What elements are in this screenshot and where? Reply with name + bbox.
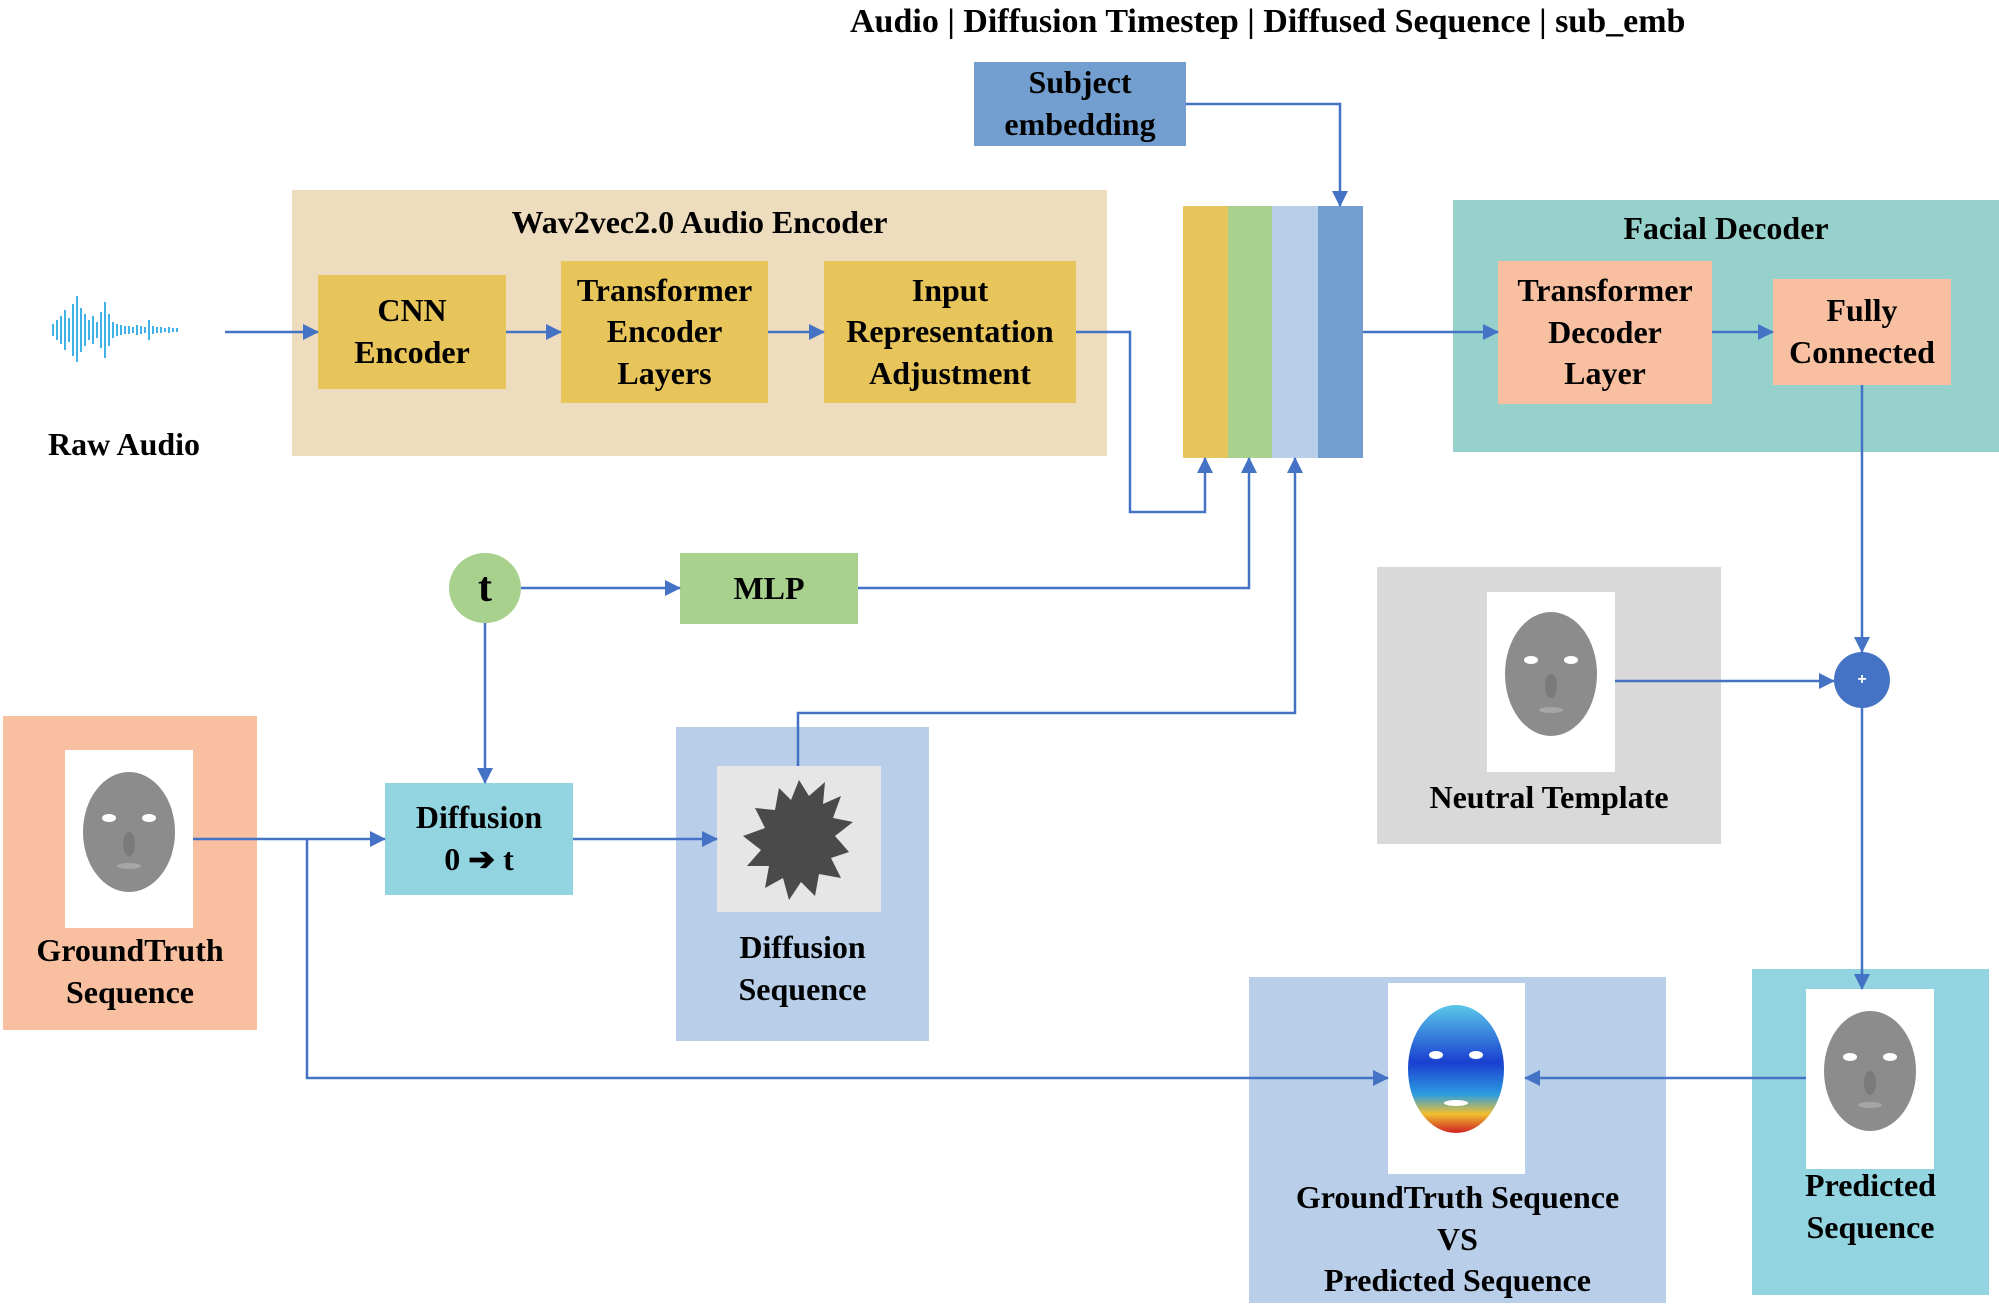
waveform-icon [52,296,178,362]
neutral-face-icon [1505,612,1597,736]
transformer-decoder-block: Transformer Decoder Layer [1498,261,1712,404]
arrow-subject-to-concat [1186,102,1348,207]
predicted-label: Predicted Sequence [1805,1167,1936,1245]
groundtruth-face-icon [83,772,175,892]
neutral-template-label: Neutral Template [1429,779,1669,815]
predicted-face-card [1806,989,1934,1169]
diffusion-noise-card [717,766,881,912]
concat-segment-timestep [1228,206,1272,458]
concat-segment-diffused [1272,206,1318,458]
diffusion-op-block: Diffusion 0 ➔ t [385,783,573,895]
facial-decoder-title: Facial Decoder [1623,210,1829,246]
neutral-face-card [1487,592,1615,772]
cnn-encoder-block: CNN Encoder [318,275,506,389]
comparison-panel: GroundTruth Sequence VS Predicted Sequen… [1249,977,1666,1303]
arrow-adjust-to-concat [1076,330,1213,514]
groundtruth-label: GroundTruth Sequence [36,932,224,1010]
noisy-mesh-icon [743,780,853,900]
fully-connected-block: Fully Connected [1773,279,1951,385]
timestep-node: t [449,553,521,623]
header-title: Audio | Diffusion Timestep | Diffused Se… [850,3,1686,40]
diffusion-sequence-label: Diffusion Sequence [738,929,867,1007]
diffusion-sequence-panel: Diffusion Sequence [676,727,929,1041]
input-representation-block: Input Representation Adjustment [824,261,1076,403]
concat-segment-audio [1183,206,1228,458]
mlp-block: MLP [680,553,858,624]
predicted-face-icon [1824,1011,1916,1131]
neutral-template-panel: Neutral Template [1377,567,1721,844]
add-node: + [1834,652,1890,708]
subject-embedding-box: Subject embedding [974,62,1186,146]
arrow-mlp-to-concat [858,457,1257,590]
arrow-gt-to-comparison [305,839,1389,1086]
comparison-face-card [1388,983,1525,1174]
arrow-diffseq-to-concat [796,457,1303,766]
predicted-panel: Predicted Sequence [1752,969,1989,1295]
comparison-label: GroundTruth Sequence VS Predicted Sequen… [1295,1179,1620,1299]
audio-encoder-title: Wav2vec2.0 Audio Encoder [511,204,888,240]
concat-segment-subject [1318,206,1363,458]
transformer-encoder-block: Transformer Encoder Layers [561,261,768,403]
raw-audio-label: Raw Audio [48,426,201,462]
error-heatmap-face-icon [1408,1005,1504,1133]
groundtruth-panel: GroundTruth Sequence [3,716,257,1030]
groundtruth-face-card [65,750,193,928]
